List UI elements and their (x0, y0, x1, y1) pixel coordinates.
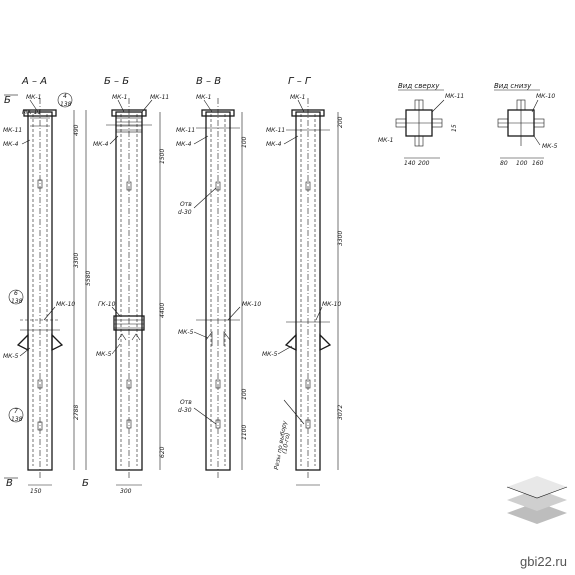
svg-text:15: 15 (451, 124, 458, 132)
svg-text:80: 80 (500, 160, 508, 167)
svg-text:1100: 1100 (241, 425, 248, 440)
svg-text:200: 200 (418, 160, 430, 167)
svg-text:ГК-10: ГК-10 (98, 301, 116, 308)
svg-text:МК-4: МК-4 (176, 141, 192, 148)
view-bottom-title: Вид снизу (494, 82, 532, 90)
svg-text:3072: 3072 (337, 405, 344, 420)
svg-text:6: 6 (14, 290, 18, 297)
site-logo (506, 476, 568, 524)
svg-text:МК-11: МК-11 (150, 94, 169, 101)
svg-text:4: 4 (63, 93, 67, 100)
section-a: А – А Б В 4 138 6 138 7 138 МК-1 (3, 76, 92, 495)
svg-text:МК-5: МК-5 (178, 329, 194, 336)
node-4-marker (57, 92, 73, 108)
section-a-mark-bottom: В (6, 478, 13, 489)
section-a-mark-top: Б (4, 95, 11, 106)
view-top-title: Вид сверху (398, 82, 440, 90)
svg-text:138: 138 (60, 101, 72, 108)
svg-text:МК-10: МК-10 (536, 93, 555, 100)
node-6-marker (8, 289, 24, 305)
svg-text:100: 100 (241, 136, 248, 148)
svg-text:МК-1: МК-1 (26, 94, 41, 101)
svg-text:МК-11: МК-11 (176, 127, 195, 134)
svg-text:(10-го): (10-го) (281, 432, 292, 454)
svg-text:100: 100 (516, 160, 528, 167)
svg-text:МК-1: МК-1 (196, 94, 211, 101)
svg-text:5580: 5580 (85, 271, 92, 286)
svg-text:Отв: Отв (180, 399, 192, 406)
svg-text:МК-10: МК-10 (322, 301, 341, 308)
section-v-title: В – В (196, 76, 221, 87)
section-b: Б – Б Б МК-1 МК-11 МК-4 ГК-10 МК-5 (82, 76, 169, 495)
logo-edge (506, 486, 568, 499)
node-7-marker (8, 407, 24, 423)
svg-text:МК-5: МК-5 (96, 351, 112, 358)
svg-text:150: 150 (30, 488, 42, 495)
svg-text:3300: 3300 (337, 231, 344, 246)
svg-text:490: 490 (73, 124, 80, 136)
svg-text:620: 620 (159, 446, 166, 458)
svg-text:МК-5: МК-5 (3, 353, 19, 360)
svg-text:3300: 3300 (73, 253, 80, 268)
svg-text:МК-5: МК-5 (542, 143, 558, 150)
section-v: В – В МК-1 МК-11 МК-4 Отв d-30 МК-10 МК-… (176, 76, 261, 478)
svg-text:7: 7 (14, 408, 18, 415)
svg-text:МК-1: МК-1 (290, 94, 305, 101)
section-b-title: Б – Б (104, 76, 129, 87)
svg-text:d-30: d-30 (178, 209, 192, 216)
svg-text:МК-1: МК-1 (112, 94, 127, 101)
section-g-title: Г – Г (288, 76, 312, 87)
svg-text:МК-11: МК-11 (266, 127, 285, 134)
svg-text:1500: 1500 (159, 149, 166, 164)
svg-text:d-30: d-30 (178, 407, 192, 414)
svg-text:МК-11: МК-11 (3, 127, 22, 134)
section-b-mark-bottom: Б (82, 478, 89, 489)
svg-text:МК-10: МК-10 (242, 301, 261, 308)
svg-text:МК-5: МК-5 (262, 351, 278, 358)
svg-text:138: 138 (11, 416, 23, 423)
svg-text:МК-11: МК-11 (22, 109, 41, 116)
svg-text:100: 100 (241, 388, 248, 400)
section-g: Г – Г МК-1 МК-11 МК-4 МК-10 МК-5 Резы по… (262, 76, 344, 486)
svg-text:МК-11: МК-11 (445, 93, 464, 100)
svg-text:4400: 4400 (159, 303, 166, 318)
logo-slab-top (507, 476, 567, 498)
logo-slab-low (507, 502, 567, 524)
svg-text:138: 138 (11, 298, 23, 305)
svg-text:МК-4: МК-4 (93, 141, 109, 148)
logo-slab-mid (507, 489, 567, 511)
svg-text:МК-10: МК-10 (56, 301, 75, 308)
svg-text:2788: 2788 (73, 405, 80, 420)
svg-text:300: 300 (120, 488, 132, 495)
svg-text:200: 200 (337, 116, 344, 128)
view-bottom: Вид снизу МК-10 МК-5 80 100 160 (494, 82, 558, 167)
watermark-text: gbi22.ru (520, 554, 567, 569)
section-a-title: А – А (21, 76, 47, 87)
svg-text:МК-1: МК-1 (378, 137, 393, 144)
svg-text:Отв: Отв (180, 201, 192, 208)
svg-text:МК-4: МК-4 (266, 141, 282, 148)
svg-text:140: 140 (404, 160, 416, 167)
view-top: Вид сверху МК-1 МК-11 140 200 15 (378, 82, 464, 167)
svg-text:160: 160 (532, 160, 544, 167)
svg-text:МК-4: МК-4 (3, 141, 19, 148)
